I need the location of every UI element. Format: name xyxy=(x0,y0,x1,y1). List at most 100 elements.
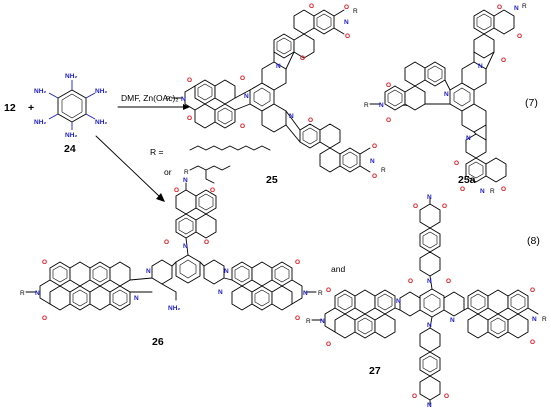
carbonyl-oxygen-label: O xyxy=(413,203,418,210)
carbonyl-oxygen-label: O xyxy=(164,239,169,246)
carbonyl-oxygen-label: O xyxy=(386,82,391,89)
equation-number-7: (7) xyxy=(525,97,538,109)
carbonyl-oxygen-label: O xyxy=(372,173,377,180)
reaction-arrow-diagonal xyxy=(95,135,165,202)
equation-number-8: (8) xyxy=(527,235,540,247)
carbonyl-oxygen-label: O xyxy=(210,187,215,194)
amine-group-label: NH₂ xyxy=(168,305,180,312)
imide-nitrogen-label: N xyxy=(303,290,308,297)
imide-nitrogen-label: N xyxy=(320,318,325,325)
carbonyl-oxygen-label: O xyxy=(501,57,506,64)
imidazole-nitrogen-label: N xyxy=(134,295,139,302)
carbonyl-oxygen-label: O xyxy=(295,315,300,322)
carbonyl-oxygen-label: O xyxy=(42,315,47,322)
imide-nitrogen-label: N xyxy=(427,322,432,329)
imide-nitrogen-label: N xyxy=(514,5,519,12)
carbonyl-oxygen-label: O xyxy=(442,203,447,210)
carbonyl-oxygen-label: O xyxy=(446,278,451,285)
carbonyl-oxygen-label: O xyxy=(308,117,313,124)
carbonyl-oxygen-label: O xyxy=(454,160,459,167)
carbonyl-oxygen-label: O xyxy=(497,4,502,11)
amine-group-label: NH₂ xyxy=(65,73,77,80)
carbonyl-oxygen-label: O xyxy=(326,341,331,348)
carbonyl-oxygen-label: O xyxy=(240,75,245,82)
imidazole-nitrogen-label: N xyxy=(450,317,455,324)
amine-group-label: NH₂ xyxy=(65,132,77,139)
imide-nitrogen-label: N xyxy=(532,316,537,323)
carbonyl-oxygen-label: O xyxy=(326,287,331,294)
imide-nitrogen-label: N xyxy=(379,102,384,109)
imide-nitrogen-label: N xyxy=(35,290,40,297)
r-substituent-label: R xyxy=(364,102,369,109)
amine-group-label: NH₂ xyxy=(34,119,46,126)
r-substituent-label: R xyxy=(184,169,189,176)
imide-nitrogen-label: N xyxy=(181,96,186,103)
imide-nitrogen-label: N xyxy=(344,19,349,26)
imide-nitrogen-label: N xyxy=(370,158,375,165)
carbonyl-oxygen-label: O xyxy=(204,239,209,246)
amine-group-label: NH₂ xyxy=(95,88,107,95)
carbonyl-oxygen-label: O xyxy=(240,123,245,130)
product-structure: R N O O N N N O N R O O O O N R O xyxy=(364,3,527,195)
compound-label-12: 12 xyxy=(4,102,16,114)
r-group-octyl-chain xyxy=(189,145,271,151)
imidazole-nitrogen-label: N xyxy=(444,91,449,98)
compound-label-26: 26 xyxy=(152,336,164,348)
r-substituent-label: R xyxy=(353,8,358,15)
carbonyl-oxygen-label: O xyxy=(344,4,349,11)
carbonyl-oxygen-label: O xyxy=(460,186,465,193)
imidazole-nitrogen-label: N xyxy=(396,298,401,305)
imidazole-nitrogen-label: N xyxy=(289,113,294,120)
product-structure: R N O O O O N N N O O N R O O O O N O R xyxy=(166,3,386,180)
imidazole-nitrogen-label: N xyxy=(244,93,249,100)
r-substituent-label: R xyxy=(490,188,495,195)
imide-nitrogen-label: N xyxy=(427,194,432,201)
carbonyl-oxygen-label: O xyxy=(530,339,535,346)
r-substituent-label: R xyxy=(318,290,323,297)
carbonyl-oxygen-label: O xyxy=(345,33,350,40)
and-separator: and xyxy=(331,264,345,274)
r-substituent-label: R xyxy=(20,290,25,297)
amine-group-label: NH₂ xyxy=(95,119,107,126)
r-group-definition: R = xyxy=(150,147,164,157)
carbonyl-oxygen-label: O xyxy=(501,186,506,193)
r-group-ethylhexyl-chain xyxy=(189,165,231,184)
compound-label-24: 24 xyxy=(64,143,76,155)
imidazole-nitrogen-label: N xyxy=(218,289,223,296)
r-substituent-label: R xyxy=(166,96,171,103)
carbonyl-oxygen-label: O xyxy=(309,3,314,10)
product-structure: R N O O N N N N N O O O O N R NH₂ O O N … xyxy=(20,169,323,322)
carbonyl-oxygen-label: O xyxy=(517,33,522,40)
r-substituent-label: R xyxy=(306,318,311,325)
carbonyl-oxygen-label: O xyxy=(530,287,535,294)
carbonyl-oxygen-label: O xyxy=(372,143,377,150)
imidazole-nitrogen-label: N xyxy=(146,268,151,275)
carbonyl-oxygen-label: O xyxy=(444,393,449,400)
imidazole-nitrogen-label: N xyxy=(276,63,281,70)
compound-label-27: 27 xyxy=(369,365,381,377)
imide-nitrogen-label: N xyxy=(183,243,188,250)
r-substituent-label: R xyxy=(522,3,527,10)
carbonyl-oxygen-label: O xyxy=(300,55,305,62)
r-substituent-label: R xyxy=(542,316,547,323)
imidazole-nitrogen-label: N xyxy=(466,135,471,142)
amine-group-label: NH₂ xyxy=(34,88,46,95)
carbonyl-oxygen-label: O xyxy=(42,259,47,266)
imide-nitrogen-label: N xyxy=(427,278,432,285)
imidazole-nitrogen-label: N xyxy=(224,268,229,275)
carbonyl-oxygen-label: O xyxy=(386,117,391,124)
hexaaminobenzene-structure: NH₂ NH₂ NH₂ NH₂ NH₂ NH₂ xyxy=(34,73,107,139)
compound-label-25: 25 xyxy=(266,174,278,186)
carbonyl-oxygen-label: O xyxy=(187,115,192,122)
carbonyl-oxygen-label: O xyxy=(412,393,417,400)
imide-nitrogen-label: N xyxy=(480,188,485,195)
reaction-conditions: DMF, Zn(OAc)₂ xyxy=(121,93,179,103)
carbonyl-oxygen-label: O xyxy=(187,77,192,84)
plus-sign: + xyxy=(28,102,34,114)
carbonyl-oxygen-label: O xyxy=(174,187,179,194)
compound-label-25a: 25a xyxy=(458,174,476,186)
imidazole-nitrogen-label: N xyxy=(478,63,483,70)
r-substituent-label: R xyxy=(381,167,386,174)
imide-nitrogen-label: N xyxy=(427,402,432,409)
